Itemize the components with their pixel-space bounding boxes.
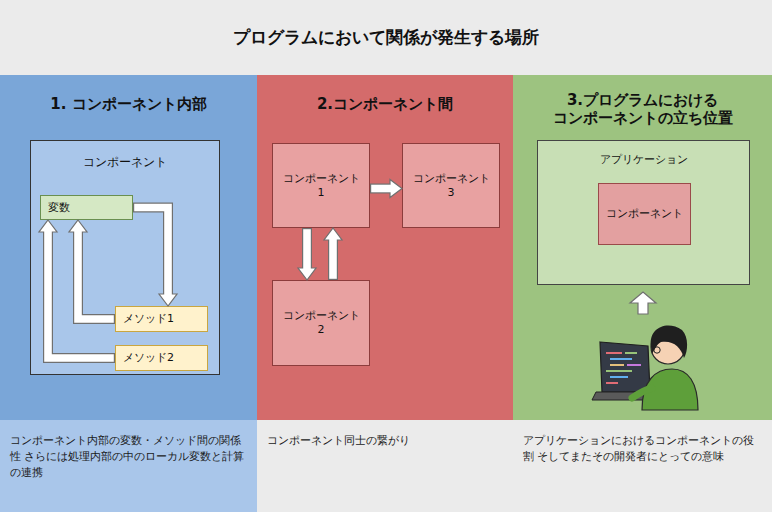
arrow-fill (329, 238, 337, 279)
arrow-head (69, 220, 87, 232)
component-box: コンポーネント変数メソッド1 メソッド2 (30, 140, 220, 375)
laptop-base (592, 392, 660, 400)
arrow-outline (328, 240, 338, 280)
code-line (606, 382, 618, 384)
arrow-head (159, 294, 177, 306)
title-bar: プログラムにおいて関係が発生する場所 (0, 0, 772, 75)
section-heading: 2.コンポーネント間 (275, 95, 495, 113)
code-line (627, 364, 641, 366)
code-line (610, 364, 624, 366)
person-glasses (654, 347, 660, 353)
method-box: メソッド1 (115, 306, 208, 332)
arrow-head (39, 220, 57, 232)
hollow-arrow (39, 220, 115, 358)
code-line (610, 358, 632, 360)
diagram-title: プログラムにおいて関係が発生する場所 (233, 26, 539, 49)
laptop-screen (600, 342, 650, 392)
hollow-arrow (298, 228, 316, 280)
arrow-outline (370, 184, 390, 194)
box-label: コンポーネント (606, 207, 683, 221)
person-arm (632, 388, 652, 398)
box-label: 変数 (48, 201, 70, 215)
description-band: アプリケーションにおけるコンポーネントの役割 そしてまたその開発者にとっての意味 (513, 420, 772, 512)
hollow-arrow (133, 208, 177, 307)
heading-wrap: 3.プログラムにおける コンポーネントの立ち位置 (513, 91, 772, 127)
box-label: コンポーネント 1 (280, 172, 362, 200)
box-label: コンポーネント 2 (280, 309, 362, 337)
arrow-fill (78, 230, 114, 319)
code-line (625, 352, 637, 354)
label-wrap: アプリケーション (538, 152, 749, 167)
person-hair (651, 325, 687, 358)
arrow-fill (48, 230, 114, 358)
description-band: コンポーネント同士の繋がり (257, 420, 513, 512)
box-label: メソッド2 (123, 351, 174, 365)
arrow-fill (303, 229, 311, 270)
box-label: コンポーネント (31, 155, 219, 170)
code-line (606, 370, 632, 372)
arrow-head (298, 268, 316, 280)
hollow-arrow (69, 220, 115, 319)
section-description: コンポーネント内部の変数・メソッド間の関係性 さらには処理内部の中のローカル変数… (10, 433, 247, 481)
arrow-outline (78, 232, 115, 319)
heading-wrap: 2.コンポーネント間 (257, 95, 513, 113)
variable-box: 変数 (40, 195, 133, 220)
box-label: アプリケーション (538, 152, 749, 167)
section-heading: 1. コンポーネント内部 (18, 95, 239, 113)
section-description: コンポーネント同士の繋がり (267, 433, 503, 449)
section-description: アプリケーションにおけるコンポーネントの役割 そしてまたその開発者にとっての意味 (523, 433, 762, 465)
section-panel: 3.プログラムにおける コンポーネントの立ち位置アプリケーションにおけるコンポー… (513, 75, 772, 512)
arrow-head (324, 228, 342, 240)
arrow-outline (133, 208, 168, 295)
component-box: コンポーネント 3 (402, 143, 500, 228)
component-box: コンポーネント (598, 183, 691, 245)
code-line (610, 376, 628, 378)
arrow-outline (48, 232, 115, 358)
hollow-arrow (370, 180, 402, 198)
section-heading: 3.プログラムにおける コンポーネントの立ち位置 (531, 91, 754, 127)
label-wrap: コンポーネント (31, 155, 219, 170)
arrow-head (390, 180, 402, 198)
box-label: メソッド1 (123, 312, 174, 326)
arrow-fill (371, 185, 392, 193)
section-panel: 2.コンポーネント間コンポーネント同士の繋がり コンポーネント 1 コンポーネント … (257, 75, 513, 512)
method-box: メソッド2 (115, 345, 208, 371)
component-box: コンポーネント 1 (272, 143, 370, 228)
box-label: コンポーネント 3 (410, 172, 492, 200)
application-box: アプリケーションコンポーネント (537, 140, 750, 285)
component-box: コンポーネント 2 (272, 280, 370, 366)
hollow-arrow (324, 228, 342, 280)
person-head (651, 330, 685, 364)
section-panel: 1. コンポーネント内部コンポーネント内部の変数・メソッド間の関係性 さらには処… (0, 75, 257, 512)
person-body (642, 369, 698, 410)
heading-wrap: 1. コンポーネント内部 (0, 95, 257, 113)
description-band: コンポーネント内部の変数・メソッド間の関係性 さらには処理内部の中のローカル変数… (0, 420, 257, 512)
code-line (606, 352, 622, 354)
arrow-outline (302, 228, 312, 268)
up-arrow (630, 292, 656, 314)
arrow-fill (134, 208, 168, 297)
